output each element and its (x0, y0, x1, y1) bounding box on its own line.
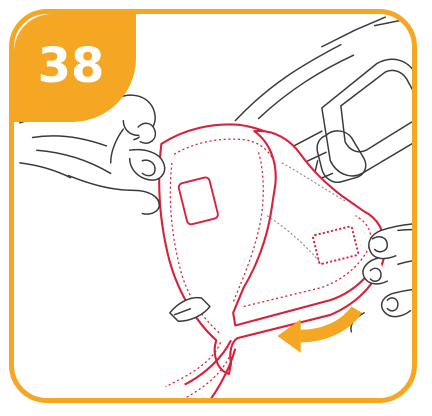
step-number: 38 (14, 14, 122, 114)
step-number-badge: 38 (14, 14, 136, 122)
instruction-frame: 38 (9, 9, 417, 403)
